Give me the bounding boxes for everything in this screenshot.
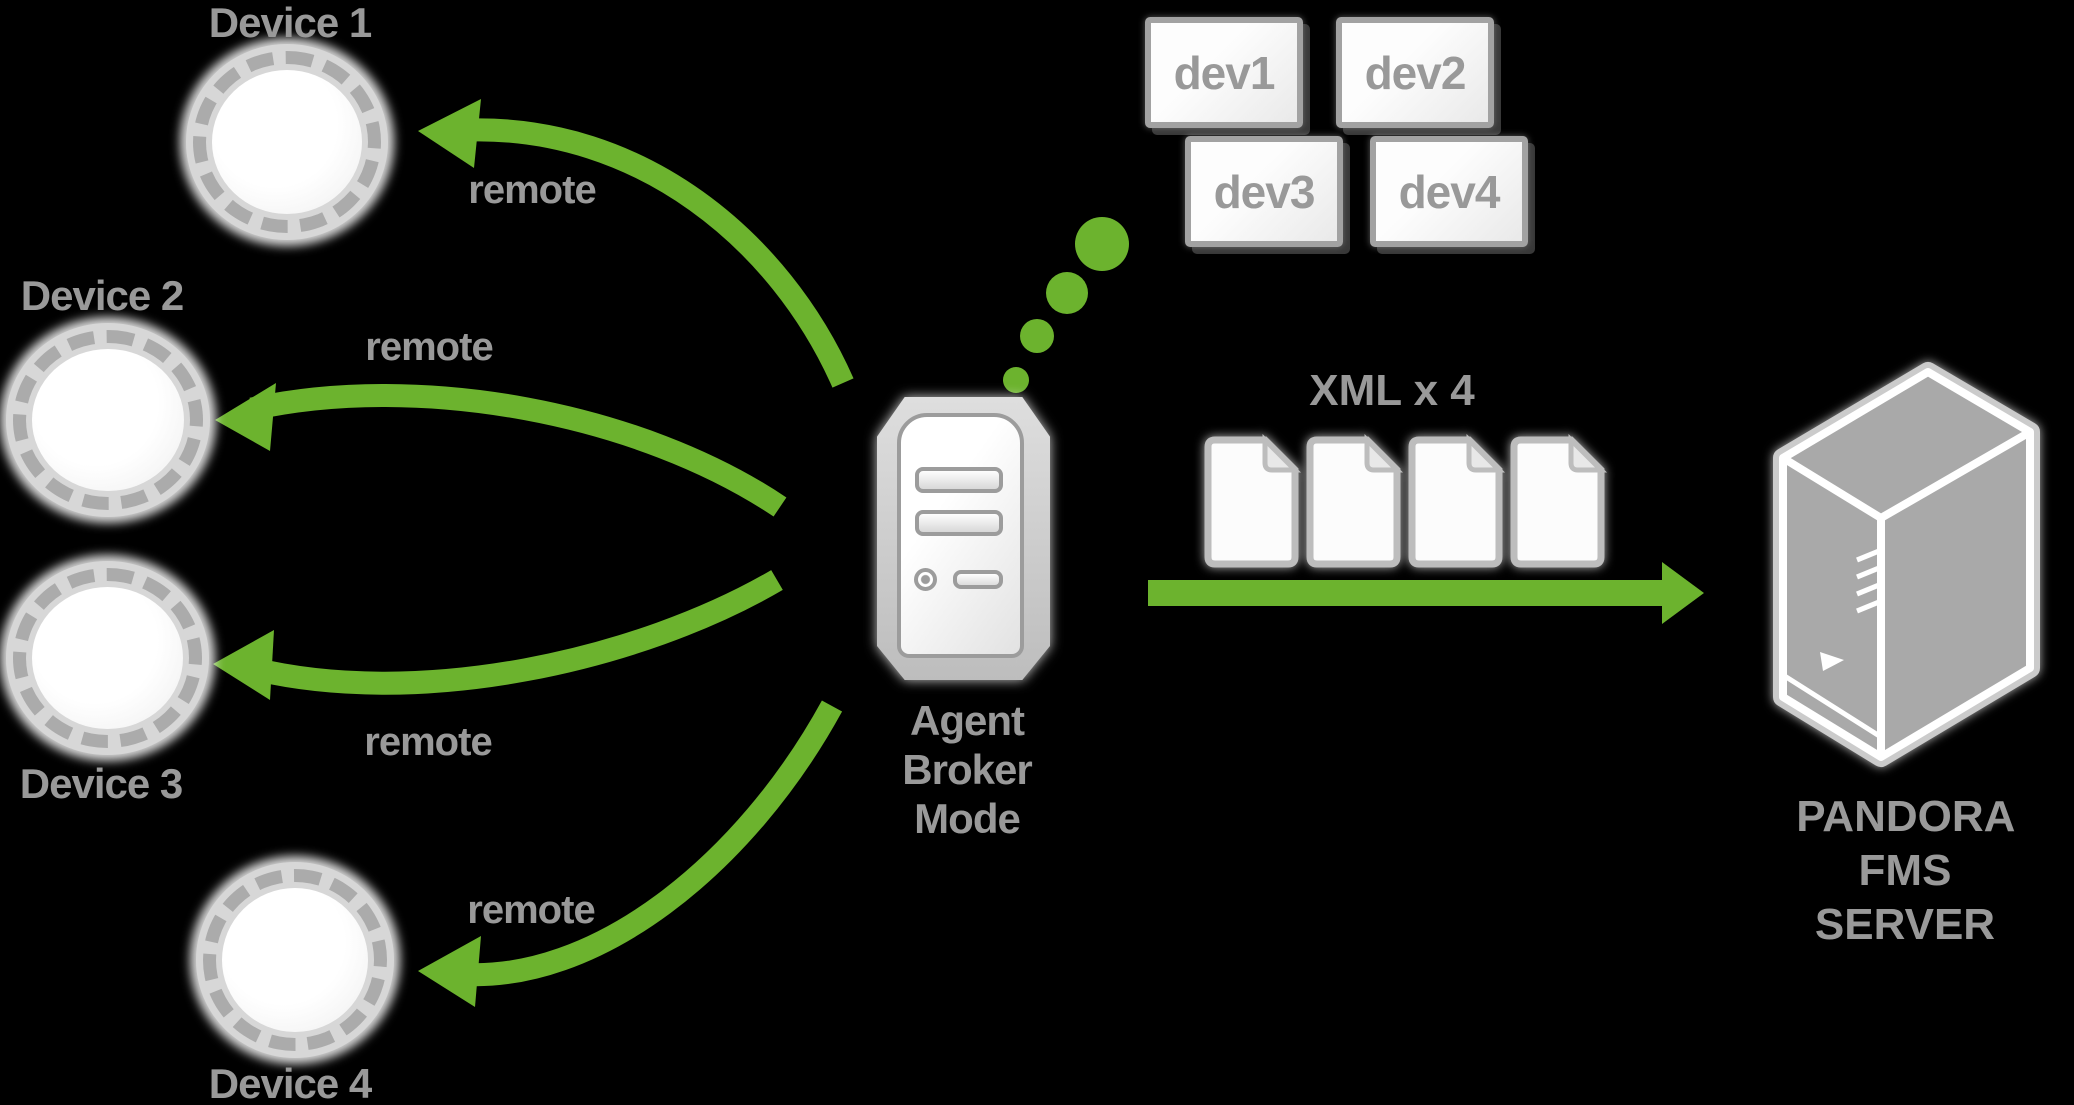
xml-file-icon bbox=[1412, 440, 1499, 564]
device-4-gear-icon bbox=[196, 862, 394, 1058]
device-3-gear-icon bbox=[6, 561, 209, 755]
gear-face bbox=[32, 349, 184, 491]
virtual-agent-label: dev3 bbox=[1213, 165, 1316, 218]
agent-tower-icon bbox=[877, 397, 1050, 680]
xml-file-icon bbox=[1208, 440, 1295, 564]
data-transfer-arrow-icon bbox=[1148, 562, 1704, 624]
virtual-agent-label: dev1 bbox=[1173, 46, 1276, 99]
remote-arrow-4-icon bbox=[418, 700, 843, 1007]
tower-front-panel bbox=[897, 413, 1024, 658]
drive-bay bbox=[915, 467, 1003, 493]
device-4-label: Device 4 bbox=[208, 1060, 372, 1105]
drive-slot bbox=[953, 570, 1003, 589]
remote-arrow-2-icon bbox=[215, 383, 787, 517]
remote-label-4: remote bbox=[467, 888, 595, 932]
virtual-agent-label: dev2 bbox=[1364, 46, 1467, 99]
agent-label-line: Broker bbox=[902, 746, 1032, 793]
remote-label-1: remote bbox=[468, 168, 596, 212]
remote-label-2: remote bbox=[365, 325, 493, 369]
power-button-icon bbox=[914, 568, 937, 591]
gear-face bbox=[32, 587, 183, 729]
server-label-line: SERVER bbox=[1814, 900, 1996, 949]
drive-bay bbox=[915, 510, 1003, 536]
virtual-agent-dev1: dev1 bbox=[1145, 17, 1303, 128]
gear-face bbox=[222, 888, 368, 1032]
virtual-agent-dev2: dev2 bbox=[1336, 17, 1494, 128]
remote-arrow-3-icon bbox=[213, 570, 783, 700]
agent-broker-label: Agent Broker Mode bbox=[902, 696, 1032, 843]
agent-label-line: Mode bbox=[914, 795, 1021, 842]
agent-label-line: Agent bbox=[910, 697, 1025, 744]
device-2-label: Device 2 bbox=[20, 272, 184, 319]
remote-arrow-1-icon bbox=[418, 99, 854, 388]
pandora-server-icon bbox=[1773, 362, 2040, 767]
virtual-agent-label: dev4 bbox=[1398, 165, 1501, 218]
server-label-line: PANDORA FMS bbox=[1796, 792, 2016, 895]
virtual-agent-dev4: dev4 bbox=[1370, 136, 1528, 247]
device-3-label: Device 3 bbox=[19, 760, 183, 807]
xml-file-icons bbox=[1208, 440, 1601, 564]
xml-file-icon bbox=[1310, 440, 1397, 564]
xml-count-label: XML x 4 bbox=[1309, 366, 1475, 415]
remote-label-3: remote bbox=[364, 720, 492, 764]
broker-dots-icon bbox=[1003, 217, 1129, 393]
gear-face bbox=[212, 70, 362, 214]
virtual-agent-dev3: dev3 bbox=[1185, 136, 1343, 247]
pandora-server-label: PANDORA FMS SERVER bbox=[1796, 790, 2016, 952]
xml-file-icon bbox=[1514, 440, 1601, 564]
device-1-label: Device 1 bbox=[208, 0, 372, 46]
device-2-gear-icon bbox=[6, 323, 210, 517]
device-1-gear-icon bbox=[186, 44, 388, 240]
